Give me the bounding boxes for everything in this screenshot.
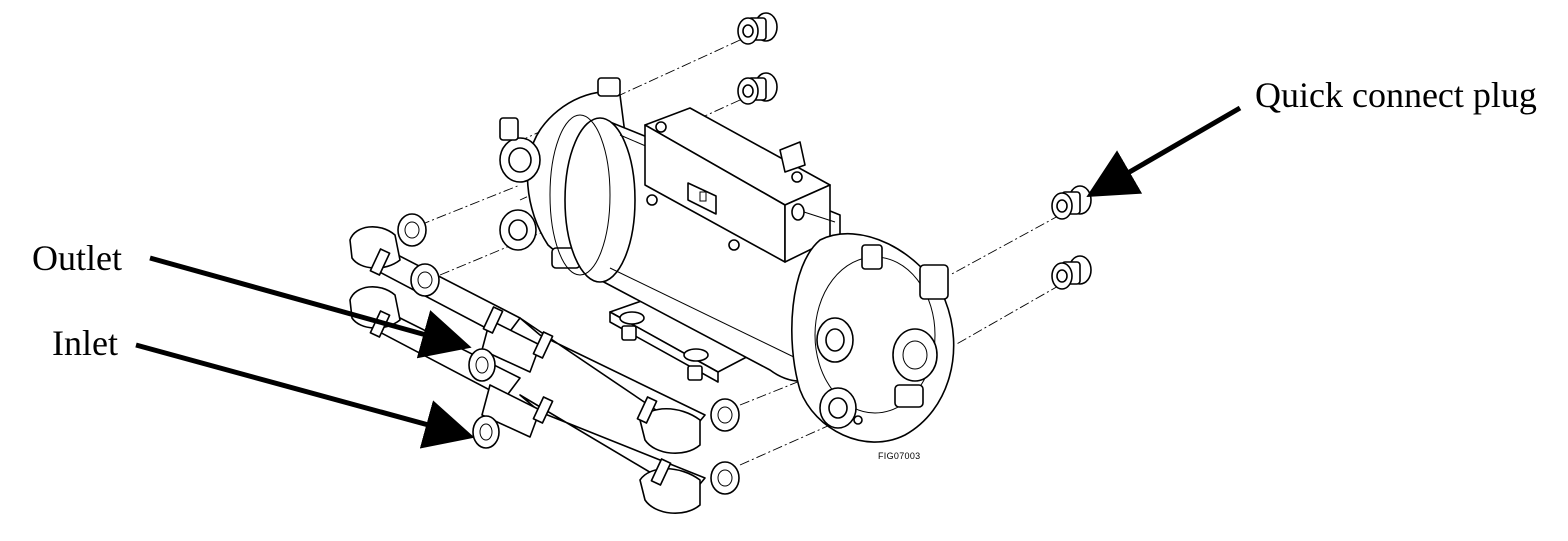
- plug-top-2: [737, 72, 778, 105]
- arrow-inlet: [135, 342, 475, 449]
- motor-body: [549, 114, 841, 382]
- plug-top-1: [737, 12, 778, 45]
- plug-right-1: [1051, 185, 1092, 220]
- outlet-label: Outlet: [32, 238, 122, 278]
- front-pump-head: [791, 232, 955, 443]
- arrow-quick-connect-plug: [1086, 105, 1242, 198]
- mounting-base: [609, 297, 761, 383]
- quick-connect-plug-label: Quick connect plug: [1255, 75, 1537, 115]
- arrow-outlet: [149, 255, 472, 359]
- figure-id-label: FIG07003: [878, 451, 921, 461]
- quick-connect-plugs: [737, 12, 1092, 290]
- plug-right-2: [1051, 255, 1092, 290]
- inlet-label: Inlet: [52, 323, 118, 363]
- callout-arrows: [135, 105, 1242, 449]
